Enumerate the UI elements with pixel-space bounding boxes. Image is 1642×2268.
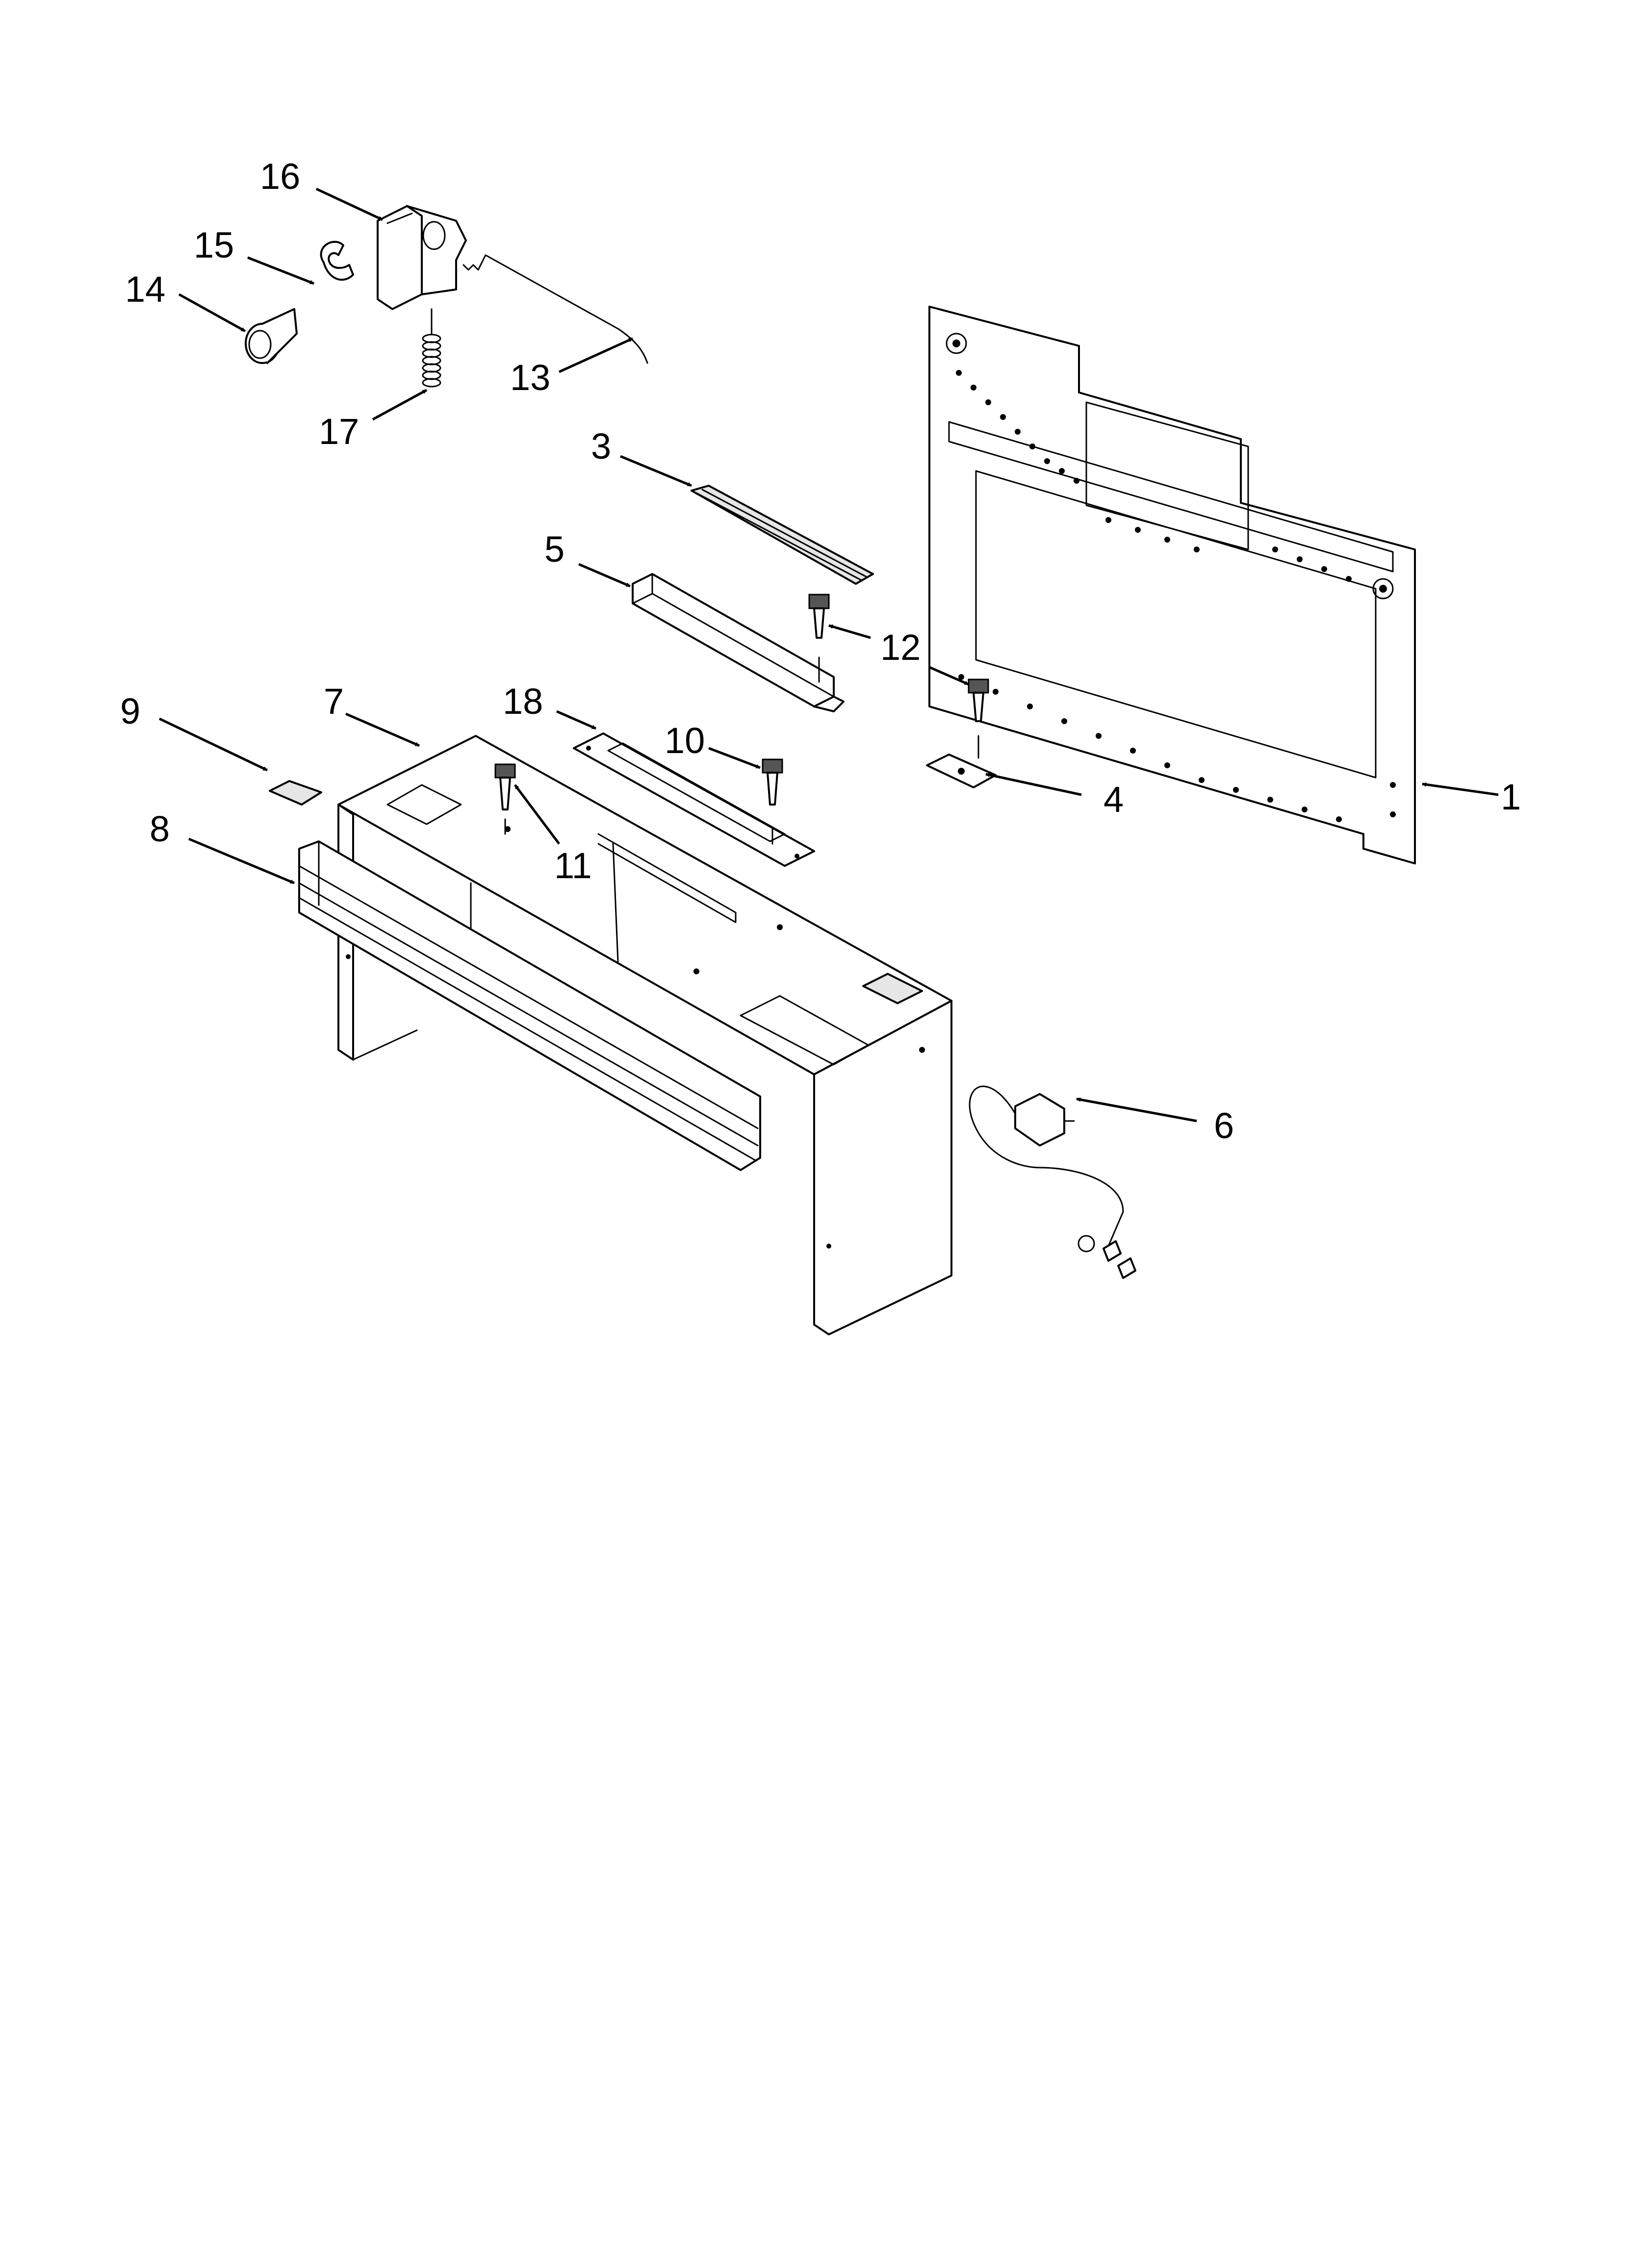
callout-18: 18	[503, 681, 543, 722]
leader-12b	[928, 666, 970, 686]
part-15-retaining-ring	[320, 240, 354, 281]
part-18-plate	[573, 732, 815, 867]
leader-11	[514, 784, 560, 845]
part-9-spacer	[269, 780, 322, 806]
part-5-channel-bracket	[632, 573, 845, 712]
part-1-mounting-plate	[928, 306, 1416, 864]
part-10-screw	[762, 758, 783, 845]
callout-17: 17	[319, 411, 359, 452]
leader-17	[372, 389, 428, 421]
part-8-vent-grille	[298, 840, 761, 1171]
callout-9: 9	[120, 691, 140, 731]
part-12-screw-b	[968, 678, 989, 759]
callout-labels: 16 15 14 17 13 3 5 12 4 1 9 7 18 10 11 8…	[120, 156, 1521, 1146]
callout-12: 12	[880, 627, 921, 668]
part-14-knob	[245, 308, 298, 364]
callout-6: 6	[1214, 1105, 1234, 1146]
part-11-screw	[494, 763, 516, 835]
leader-10	[708, 747, 761, 769]
part-17-spring	[422, 308, 441, 388]
leader-3	[620, 455, 692, 487]
callout-7: 7	[324, 681, 344, 722]
part-3-rail	[691, 485, 874, 585]
callout-5: 5	[544, 529, 564, 570]
part-4-clip	[926, 754, 997, 788]
callout-3: 3	[591, 426, 611, 467]
callout-16: 16	[260, 156, 300, 197]
callout-4: 4	[1103, 779, 1124, 820]
leader-12	[828, 624, 871, 639]
callout-10: 10	[665, 720, 705, 761]
leader-5	[578, 563, 631, 588]
callout-13: 13	[510, 357, 550, 398]
callout-14: 14	[125, 269, 165, 310]
leader-14	[178, 293, 246, 333]
leader-15	[247, 256, 314, 285]
leader-16	[315, 187, 384, 221]
callout-11: 11	[554, 845, 592, 886]
leader-6	[1076, 1097, 1197, 1122]
part-13-wire-rod	[462, 254, 648, 364]
leader-lines	[158, 187, 1499, 1122]
leader-9	[158, 717, 268, 772]
callout-1: 1	[1501, 777, 1521, 817]
leader-1	[1422, 782, 1499, 796]
leader-7	[345, 712, 420, 747]
leader-8	[188, 837, 295, 885]
part-12-screw-a	[808, 594, 830, 683]
callout-8: 8	[150, 808, 170, 849]
part-6-power-cord	[969, 1085, 1136, 1279]
part-16-hinge-bracket	[377, 205, 467, 310]
callout-15: 15	[194, 225, 234, 265]
leader-13	[558, 337, 634, 373]
leader-18	[556, 710, 597, 730]
leader-4	[985, 773, 1082, 796]
